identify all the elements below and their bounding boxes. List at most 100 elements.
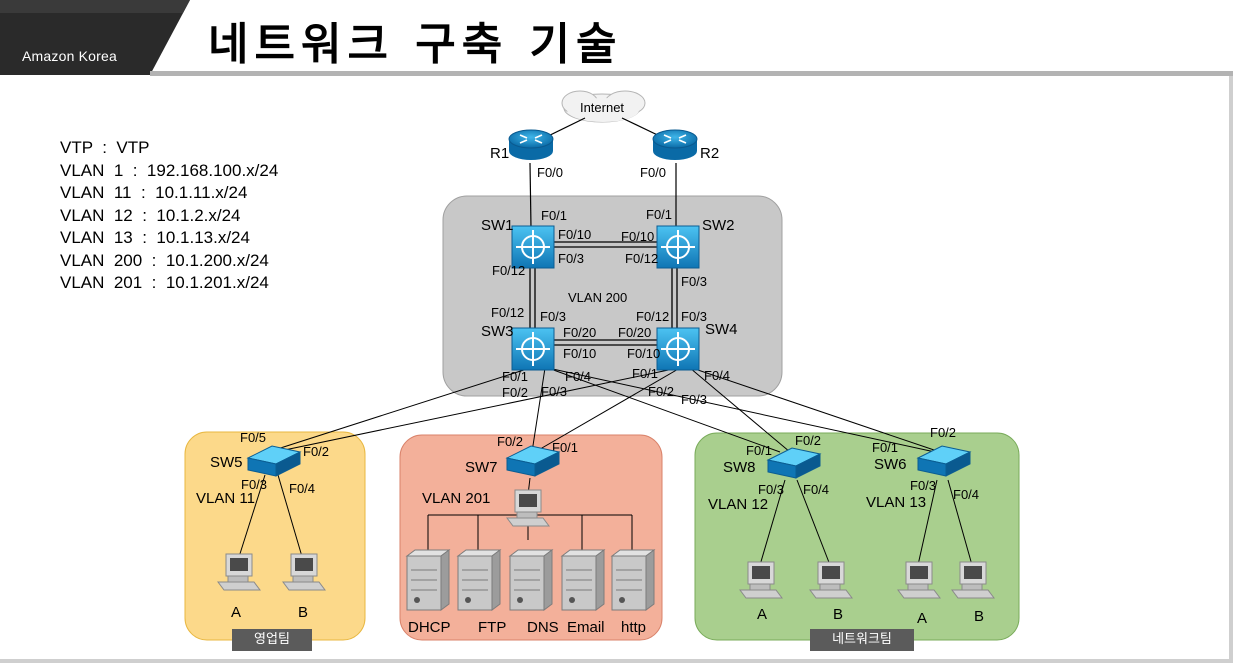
switch-sw4-label: SW4	[705, 321, 738, 338]
port-label: F0/3	[558, 251, 584, 266]
port-label: F0/5	[240, 430, 266, 445]
switch-sw1[interactable]	[511, 225, 555, 269]
sales-vlan-label: VLAN 11	[196, 490, 255, 507]
server-label: DHCP	[408, 619, 451, 636]
switch-sw6-label: SW6	[874, 456, 907, 473]
router-r2-label: R2	[700, 145, 719, 162]
brand-bar-shape	[0, 0, 190, 75]
port-label: F0/2	[303, 444, 329, 459]
legend-line: VLAN 13 : 10.1.13.x/24	[60, 228, 250, 247]
legend-line: VTP : VTP	[60, 138, 150, 157]
core-links	[529, 241, 678, 346]
switch-sw2[interactable]	[656, 225, 700, 269]
server-label: http	[621, 619, 646, 636]
server-icon[interactable]	[561, 549, 605, 611]
vlan-legend: VTP : VTP VLAN 1 : 192.168.100.x/24 VLAN…	[60, 137, 278, 295]
switch-sw6[interactable]	[916, 445, 972, 477]
port-label: F0/3	[681, 392, 707, 407]
sw8-vlan-label: VLAN 12	[708, 496, 768, 513]
switch-sw3-label: SW3	[481, 323, 514, 340]
switch-sw5-label: SW5	[210, 454, 243, 471]
switch-sw5[interactable]	[246, 445, 302, 477]
legend-line: VLAN 200 : 10.1.200.x/24	[60, 250, 269, 270]
port-label: F0/12	[492, 263, 525, 278]
switch-sw8[interactable]	[766, 447, 822, 479]
port-label: F0/4	[704, 368, 730, 383]
legend-line: VLAN 201 : 10.1.201.x/24	[60, 273, 269, 292]
port-label: F0/1	[541, 208, 567, 223]
server-icon[interactable]	[406, 549, 450, 611]
switch-sw3[interactable]	[511, 327, 555, 371]
server-label: Email	[567, 619, 605, 636]
brand-label: Amazon Korea	[22, 48, 118, 64]
server-vlan-label: VLAN 201	[422, 490, 490, 507]
header-divider	[150, 71, 1233, 76]
router-r1[interactable]	[508, 129, 554, 160]
port-label: F0/10	[558, 227, 591, 242]
pc-label: B	[298, 604, 308, 621]
port-label: F0/3	[540, 309, 566, 324]
pc-label: B	[833, 606, 843, 623]
brand-bar: Amazon Korea	[0, 0, 190, 75]
sales-team-tag: 영업팀	[232, 629, 312, 651]
port-label: F0/2	[795, 433, 821, 448]
port-label: F0/12	[636, 309, 669, 324]
header: Amazon Korea 네트워크 구축 기술	[0, 0, 1233, 76]
port-label: F0/0	[537, 165, 563, 180]
port-label: F0/2	[930, 425, 956, 440]
switch-sw2-label: SW2	[702, 217, 735, 234]
port-label: F0/1	[632, 366, 658, 381]
port-label: F0/4	[803, 482, 829, 497]
port-label: F0/12	[491, 305, 524, 320]
network-team-tag: 네트워크팀	[810, 629, 914, 651]
access-links	[237, 474, 973, 566]
switch-sw4[interactable]	[656, 327, 700, 371]
port-label: F0/3	[241, 477, 267, 492]
switch-sw7[interactable]	[505, 445, 561, 477]
switch-sw1-label: SW1	[481, 217, 514, 234]
port-label: F0/10	[563, 346, 596, 361]
server-label: FTP	[478, 619, 506, 636]
legend-line: VLAN 12 : 10.1.2.x/24	[60, 205, 241, 225]
port-label: F0/10	[621, 229, 654, 244]
port-labels: F0/0 F0/0 F0/1 F0/10 F0/3 F0/12 F0/1 F0/…	[240, 165, 979, 502]
switch-sw7-label: SW7	[465, 459, 498, 476]
pc-label: B	[974, 608, 984, 625]
internet-cloud: Internet	[561, 90, 646, 123]
port-label: F0/20	[563, 325, 596, 340]
port-label: F0/3	[758, 482, 784, 497]
port-label: F0/12	[625, 251, 658, 266]
switch-sw8-label: SW8	[723, 459, 756, 476]
port-label: F0/1	[646, 207, 672, 222]
port-label: F0/0	[640, 165, 666, 180]
core-vlan-label: VLAN 200	[568, 290, 627, 305]
link-r1-sw1	[529, 162, 532, 229]
distribution-links	[267, 367, 941, 453]
port-label: F0/2	[648, 384, 674, 399]
pc-label: A	[231, 604, 241, 621]
port-label: F0/4	[289, 481, 315, 496]
port-label: F0/1	[552, 440, 578, 455]
port-label: F0/4	[565, 369, 591, 384]
server-icon[interactable]	[457, 549, 501, 611]
port-label: F0/3	[910, 478, 936, 493]
port-label: F0/2	[502, 385, 528, 400]
server-icon[interactable]	[509, 549, 553, 611]
port-label: F0/3	[681, 274, 707, 289]
sw6-vlan-label: VLAN 13	[866, 494, 926, 511]
page-title: 네트워크 구축 기술	[208, 19, 623, 70]
port-label: F0/3	[681, 309, 707, 324]
port-label: F0/2	[497, 434, 523, 449]
port-label: F0/3	[541, 384, 567, 399]
pc-label: A	[917, 610, 927, 627]
server-icon[interactable]	[611, 549, 655, 611]
port-label: F0/4	[953, 487, 979, 502]
port-label: F0/20	[618, 325, 651, 340]
port-label: F0/10	[627, 346, 660, 361]
router-r2[interactable]	[652, 129, 698, 160]
legend-line: VLAN 11 : 10.1.11.x/24	[60, 183, 248, 202]
router-r1-label: R1	[490, 145, 509, 162]
pc-label: A	[757, 606, 767, 623]
server-label: DNS	[527, 619, 559, 636]
